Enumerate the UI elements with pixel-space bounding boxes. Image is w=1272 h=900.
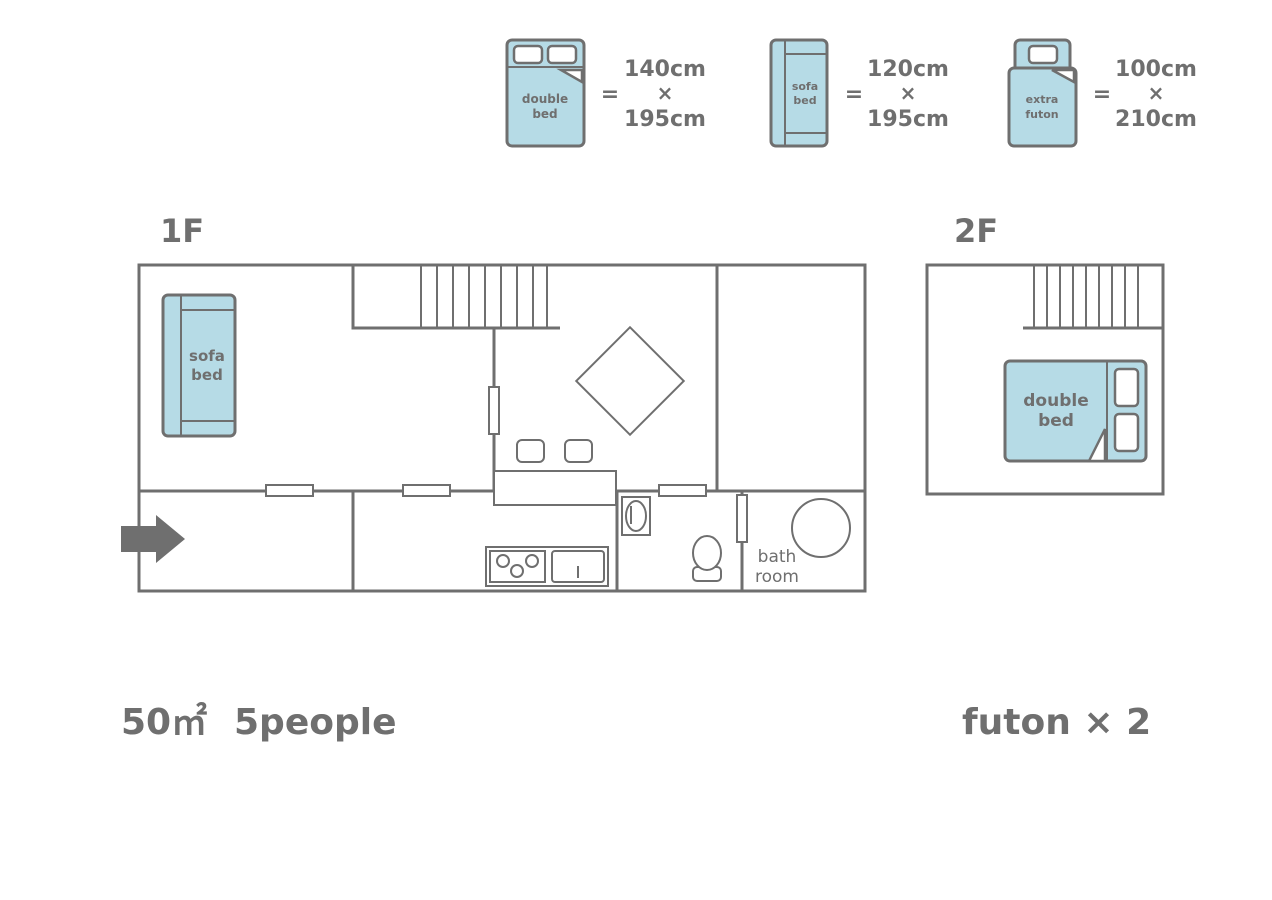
sliding-door xyxy=(658,484,707,497)
legend-sofa-bed-length: 195cm xyxy=(867,107,949,132)
staircase-1f xyxy=(351,265,560,330)
kitchen xyxy=(485,546,609,587)
legend-extra-futon-width: 100cm xyxy=(1115,57,1197,82)
double-bed-2f-label-1: double xyxy=(1023,391,1088,411)
bathtub xyxy=(791,498,851,558)
counter xyxy=(493,470,617,506)
legend: double bed = 140cm × 195cm sofa bed = 12… xyxy=(505,38,1197,148)
summary: 50㎡ 5people futon × 2 xyxy=(121,701,1151,743)
kitchen-sink xyxy=(551,550,605,583)
sofa-bed-1f-label-1: sofa xyxy=(189,347,225,365)
legend-extra-futon: extra futon = 100cm × 210cm xyxy=(1007,38,1197,148)
legend-double-bed-label-1: double xyxy=(522,92,568,106)
legend-sofa-bed-times: × xyxy=(900,81,917,105)
legend-double-bed-label-2: bed xyxy=(532,107,557,121)
bathroom-label-1: bath xyxy=(758,547,797,567)
stove-burner xyxy=(496,554,510,568)
floor-1-title: 1F xyxy=(160,212,204,250)
entrance-arrow-icon xyxy=(121,515,185,563)
legend-sofa-bed-label-1: sofa xyxy=(792,80,818,93)
floor-1: 1F sofa bed xyxy=(121,212,867,593)
double-bed-icon xyxy=(505,38,586,148)
summary-area: 50㎡ xyxy=(121,701,207,743)
floor-2: 2F double bed xyxy=(925,212,1165,496)
sofa-bed-1f-label-2: bed xyxy=(191,366,223,384)
legend-double-bed: double bed = 140cm × 195cm xyxy=(505,38,706,148)
bathroom-label-2: room xyxy=(755,567,799,587)
legend-extra-futon-equals: = xyxy=(1093,82,1111,107)
legend-double-bed-times: × xyxy=(657,81,674,105)
toilet xyxy=(692,535,722,582)
summary-futon: futon × 2 xyxy=(962,702,1151,743)
washbasin xyxy=(621,496,651,536)
stool xyxy=(516,439,545,463)
legend-extra-futon-length: 210cm xyxy=(1115,107,1197,132)
legend-double-bed-width: 140cm xyxy=(624,57,706,82)
futon-icon xyxy=(1007,38,1078,148)
legend-extra-futon-label-2: futon xyxy=(1025,108,1058,121)
floor-2-outline xyxy=(925,263,1165,496)
table xyxy=(574,325,686,437)
stove-burner xyxy=(510,564,524,578)
legend-sofa-bed: sofa bed = 120cm × 195cm xyxy=(769,38,949,148)
sliding-door xyxy=(402,484,451,497)
stove-burner xyxy=(525,554,539,568)
double-bed-2f-label-2: bed xyxy=(1038,411,1074,431)
legend-sofa-bed-label-2: bed xyxy=(793,94,816,107)
legend-extra-futon-times: × xyxy=(1148,81,1165,105)
legend-sofa-bed-width: 120cm xyxy=(867,57,949,82)
sofa-bed-1f xyxy=(161,293,237,438)
summary-people: 5people xyxy=(234,702,397,743)
sliding-door xyxy=(736,494,748,543)
legend-double-bed-length: 195cm xyxy=(624,107,706,132)
legend-sofa-bed-equals: = xyxy=(845,82,863,107)
stool xyxy=(564,439,593,463)
sofa-bed-icon xyxy=(769,38,829,148)
staircase-2f xyxy=(1023,265,1163,330)
sliding-door xyxy=(265,484,314,497)
legend-extra-futon-label-1: extra xyxy=(1026,93,1059,106)
double-bed-2f xyxy=(1003,359,1148,463)
floor-2-title: 2F xyxy=(954,212,998,250)
legend-double-bed-equals: = xyxy=(601,82,619,107)
sliding-door xyxy=(488,386,500,435)
